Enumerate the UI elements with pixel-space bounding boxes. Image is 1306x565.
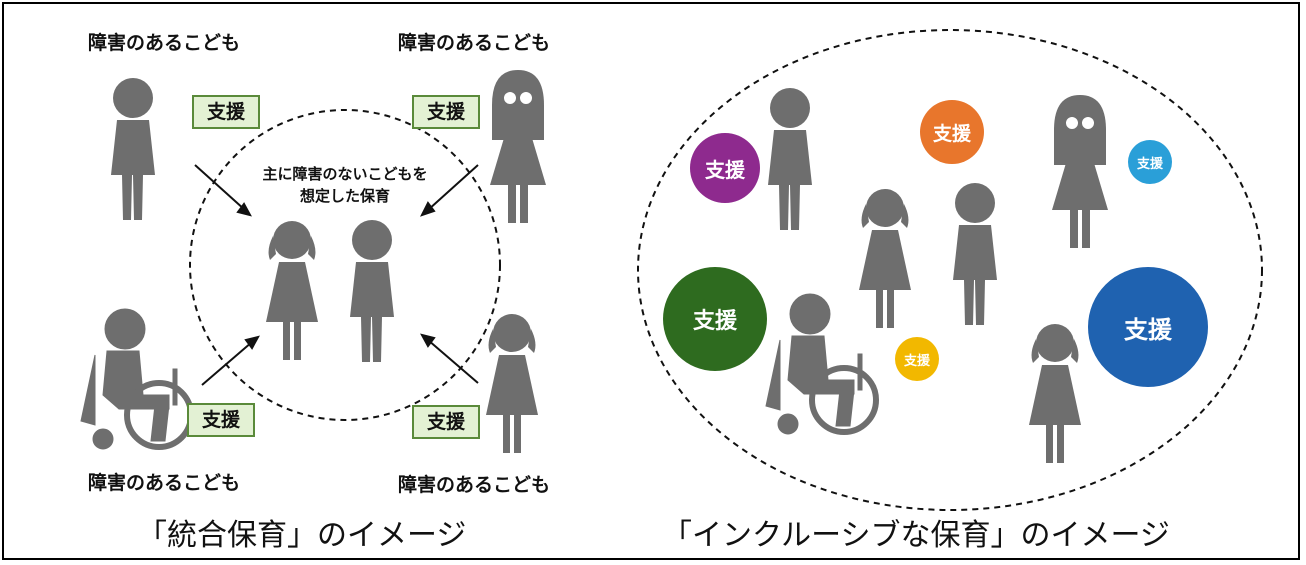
support-box-top-left: 支援 — [192, 95, 260, 129]
support-box-top-right: 支援 — [412, 95, 480, 129]
figure-wheelchair-bottom-left — [81, 309, 191, 449]
caption-integrated: 「統合保育」のイメージ — [137, 518, 467, 553]
support-bubble-purple: 支援 — [690, 133, 760, 203]
support-box-bottom-right: 支援 — [412, 405, 480, 439]
center-text-line1: 主に障害のないこどもを — [262, 165, 428, 183]
figure-longhair-r2 — [1052, 95, 1108, 248]
label-bottom-right: 障害のあるこども — [398, 474, 551, 496]
figure-boy-r4 — [953, 183, 997, 325]
label-bottom-left: 障害のあるこども — [88, 472, 241, 494]
caption-inclusive: 「インクルーシブな保育」のイメージ — [662, 518, 1170, 553]
center-text: 主に障害のないこどもを 想定した保育 — [225, 163, 465, 207]
figure-boy-center — [350, 220, 394, 362]
support-bubble-lightblue: 支援 — [1128, 140, 1172, 184]
support-bubble-yellow: 支援 — [895, 337, 939, 381]
arrows — [194, 164, 479, 386]
support-bubble-green: 支援 — [663, 267, 767, 371]
support-bubble-orange: 支援 — [920, 100, 984, 164]
figure-girl-bottom-right — [486, 314, 538, 453]
support-box-bottom-left: 支援 — [187, 403, 255, 437]
figure-girl-r6 — [1029, 324, 1081, 463]
figure-girl-center — [266, 221, 318, 360]
figure-wheelchair-r5 — [766, 294, 876, 434]
label-top-right: 障害のあるこども — [398, 32, 551, 54]
figure-girl-r3 — [859, 189, 911, 328]
center-dashed-circle — [189, 109, 501, 421]
figure-longhair-top-right — [490, 70, 546, 223]
center-text-line2: 想定した保育 — [299, 187, 390, 205]
inclusive-dashed-ellipse — [637, 29, 1263, 511]
figure-boy-top-left — [111, 78, 155, 220]
figure-boy-r1 — [768, 88, 812, 230]
support-bubble-blue: 支援 — [1088, 267, 1208, 387]
label-top-left: 障害のあるこども — [88, 32, 241, 54]
